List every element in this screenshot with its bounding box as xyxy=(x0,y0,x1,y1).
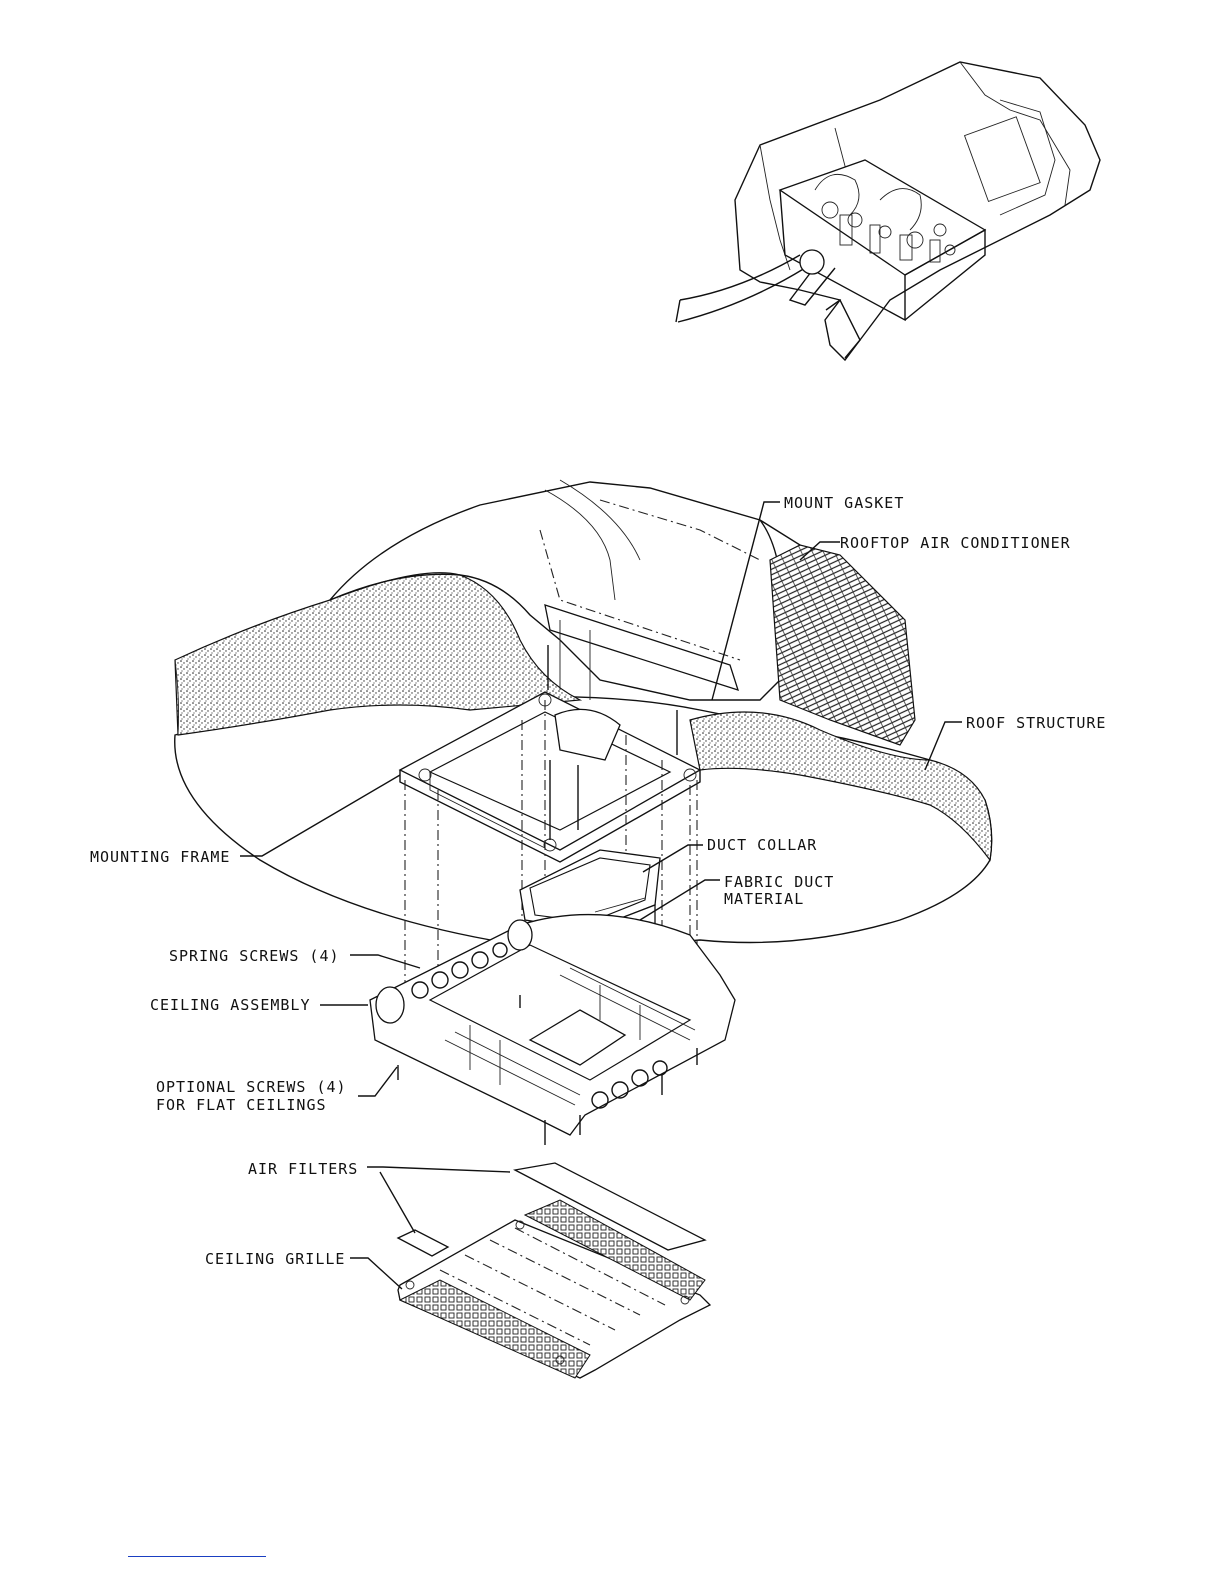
label-fabric-duct-material: MATERIAL xyxy=(724,890,804,908)
label-flat-ceilings: FOR FLAT CEILINGS xyxy=(156,1096,327,1114)
label-fabric-duct: FABRIC DUCT xyxy=(724,873,834,891)
label-rooftop-ac: ROOFTOP AIR CONDITIONER xyxy=(840,534,1071,552)
footer-link-underline[interactable] xyxy=(128,1556,266,1557)
label-mount-gasket: MOUNT GASKET xyxy=(784,494,904,512)
label-ceiling-assembly: CEILING ASSEMBLY xyxy=(150,996,311,1014)
label-roof-structure: ROOF STRUCTURE xyxy=(966,714,1106,732)
inset-ac-unit-detail xyxy=(676,62,1100,360)
label-duct-collar: DUCT COLLAR xyxy=(707,836,817,854)
label-mounting-frame: MOUNTING FRAME xyxy=(90,848,230,866)
ceiling-assembly-illustration xyxy=(370,915,735,1145)
label-spring-screws: SPRING SCREWS (4) xyxy=(169,947,340,965)
label-optional-screws: OPTIONAL SCREWS (4) xyxy=(156,1078,347,1096)
label-ceiling-grille: CEILING GRILLE xyxy=(205,1250,345,1268)
label-air-filters: AIR FILTERS xyxy=(248,1160,358,1178)
